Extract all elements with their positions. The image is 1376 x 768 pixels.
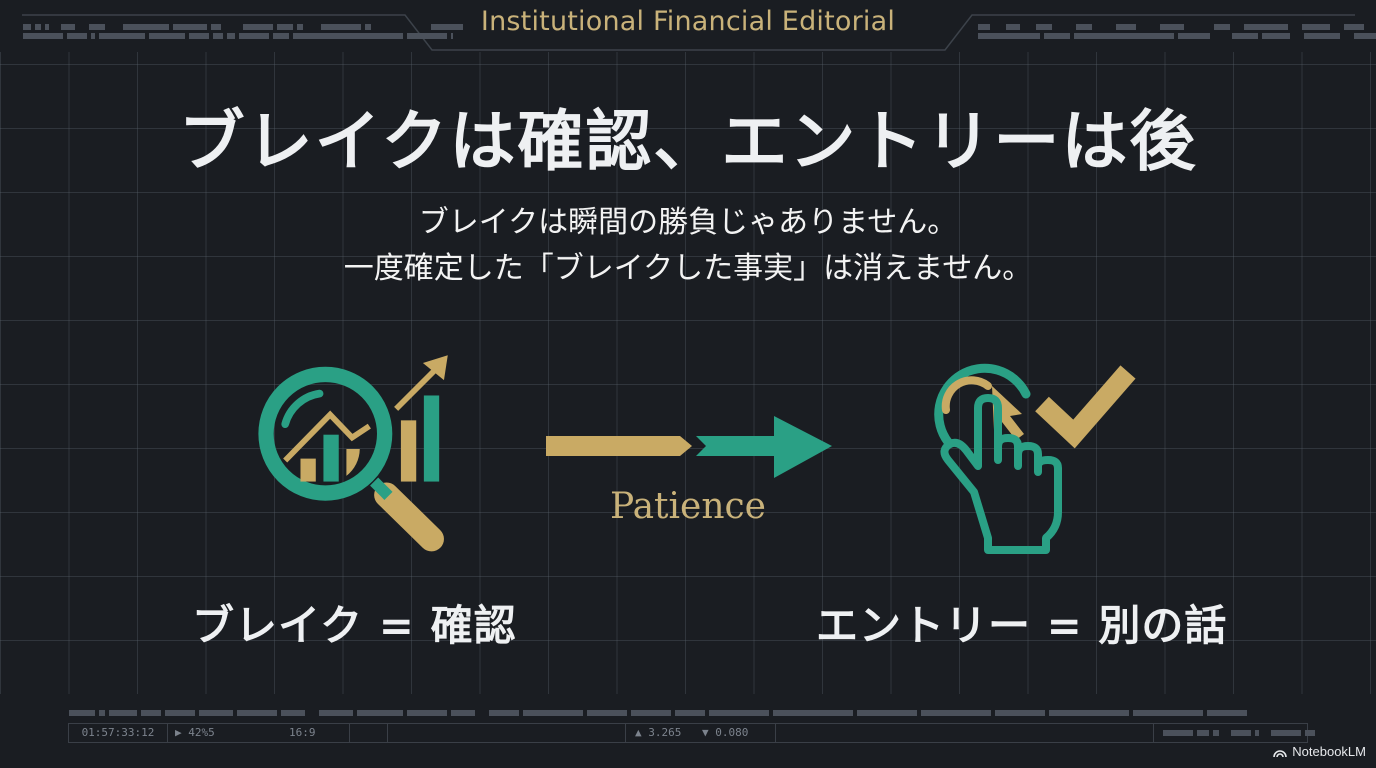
play-value: ▶ 42%5 <box>175 726 215 739</box>
down-value: ▼ 0.080 <box>701 726 749 739</box>
spacer-block <box>387 724 626 742</box>
right-caption: エントリー = 別の話 <box>816 601 1228 650</box>
magnifier-chart-icon <box>245 340 465 560</box>
notebooklm-logo-icon <box>1273 749 1288 757</box>
meter-block <box>349 724 388 742</box>
footer-frame <box>0 696 1376 768</box>
slide-title: ブレイクは確認、エントリーは後 <box>178 103 1198 180</box>
left-caption: ブレイク = 確認 <box>192 601 517 650</box>
hand-click-check-icon <box>918 342 1148 562</box>
arrow-label: Patience <box>609 486 766 527</box>
aspect-ratio: 16:9 <box>289 726 316 739</box>
header-frame: Institutional Financial Editorial <box>0 0 1376 56</box>
brand-label: NotebookLM <box>1292 744 1366 759</box>
header-glyph-row-right-2 <box>978 33 1376 39</box>
ticker-values: ▲ 3.265 ▼ 0.080 <box>625 724 776 742</box>
subtitle-line-2: 一度確定した「ブレイクした事実」は消えません。 <box>343 251 1033 286</box>
background-grid <box>0 52 1376 694</box>
spacer-block-2 <box>775 724 1154 742</box>
subtitle-line-1: ブレイクは瞬間の勝負じゃありません。 <box>418 205 958 240</box>
notebooklm-brand: NotebookLM <box>1273 744 1366 759</box>
up-value: ▲ 3.265 <box>635 726 682 739</box>
header-glyph-row-right-1 <box>978 24 1376 30</box>
footer-glyph-row <box>69 710 1247 716</box>
status-bar: 01:57:33:12 ▶ 42%5 16:9 ▲ 3.265 ▼ 0.080 <box>68 723 1315 743</box>
timecode: 01:57:33:12 <box>69 724 168 742</box>
playback-indicator: ▶ 42%5 16:9 <box>167 724 350 742</box>
header-glyph-row-left-1 <box>23 24 463 30</box>
arrow-right-icon <box>544 412 834 482</box>
header-glyph-row-left-2 <box>23 33 453 39</box>
header-frame-lines <box>22 14 1355 51</box>
header-title: Institutional Financial Editorial <box>480 6 896 37</box>
status-glyph-row <box>1163 730 1315 736</box>
slide-subtitle: ブレイクは瞬間の勝負じゃありません。 一度確定した「ブレイクした事実」は消えませ… <box>0 200 1376 292</box>
